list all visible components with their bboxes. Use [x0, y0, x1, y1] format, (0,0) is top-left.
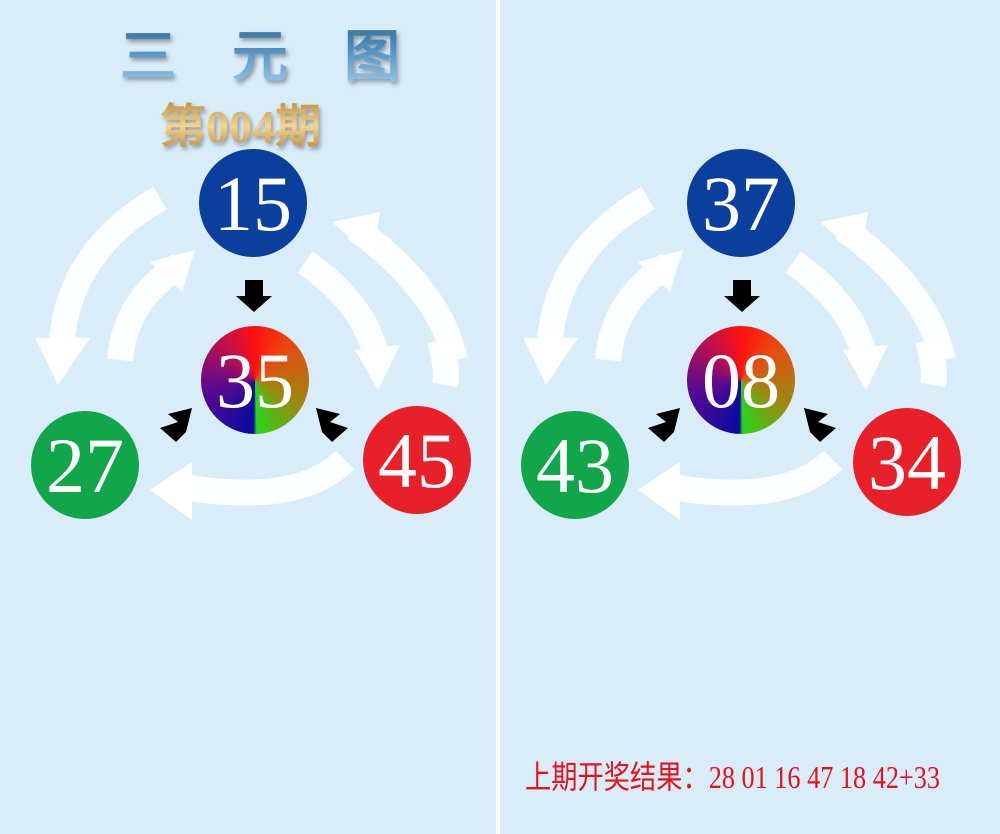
- arrowhead: [843, 345, 888, 390]
- right-ball: 34: [853, 408, 961, 516]
- inner-right-lower: [427, 336, 459, 388]
- panel-divider: [496, 0, 500, 834]
- inner-right-lower: [915, 336, 947, 388]
- last-result: 上期开奖结果：28 01 16 47 18 42+33: [525, 752, 940, 798]
- arrowhead: [35, 338, 90, 385]
- inner-arc-right: [785, 251, 876, 355]
- arrowhead: [820, 212, 868, 258]
- down-arrow-icon: [724, 280, 760, 312]
- cycle-arrows: [523, 186, 956, 520]
- arrowhead: [150, 250, 195, 292]
- arrowhead: [638, 250, 683, 292]
- left-ball: 43: [521, 411, 629, 519]
- top-ball: 15: [199, 149, 307, 257]
- left-panel: 三 元 图 第004期 15 35 27 45: [0, 0, 496, 834]
- arrowhead: [332, 212, 380, 258]
- center-ball: 08: [687, 326, 795, 434]
- up-right-arrow-icon: [648, 408, 680, 442]
- up-left-arrow-icon: [316, 408, 348, 442]
- outer-arc-left: [537, 186, 655, 342]
- left-ball: 27: [31, 411, 139, 519]
- right-panel: 37 08 43 34: [500, 0, 996, 834]
- bottom-arc: [676, 450, 843, 506]
- arrowhead: [150, 462, 192, 520]
- arrowhead: [355, 345, 400, 390]
- outer-arc-left: [49, 186, 167, 342]
- arrowhead: [638, 462, 680, 520]
- top-ball: 37: [687, 149, 795, 257]
- down-arrow-icon: [236, 280, 272, 312]
- cycle-arrows: [35, 186, 468, 520]
- center-ball: 35: [201, 326, 309, 434]
- last-result-numbers: 28 01 16 47 18 42+33: [708, 759, 940, 795]
- bottom-arc: [188, 450, 355, 506]
- inner-arc-right: [297, 251, 388, 355]
- right-ball: 45: [363, 406, 471, 514]
- issue-number: 第004期: [160, 90, 321, 156]
- up-right-arrow-icon: [160, 408, 192, 442]
- arrowhead: [523, 338, 578, 385]
- last-result-label: 上期开奖结果：: [525, 759, 709, 795]
- up-left-arrow-icon: [804, 408, 836, 442]
